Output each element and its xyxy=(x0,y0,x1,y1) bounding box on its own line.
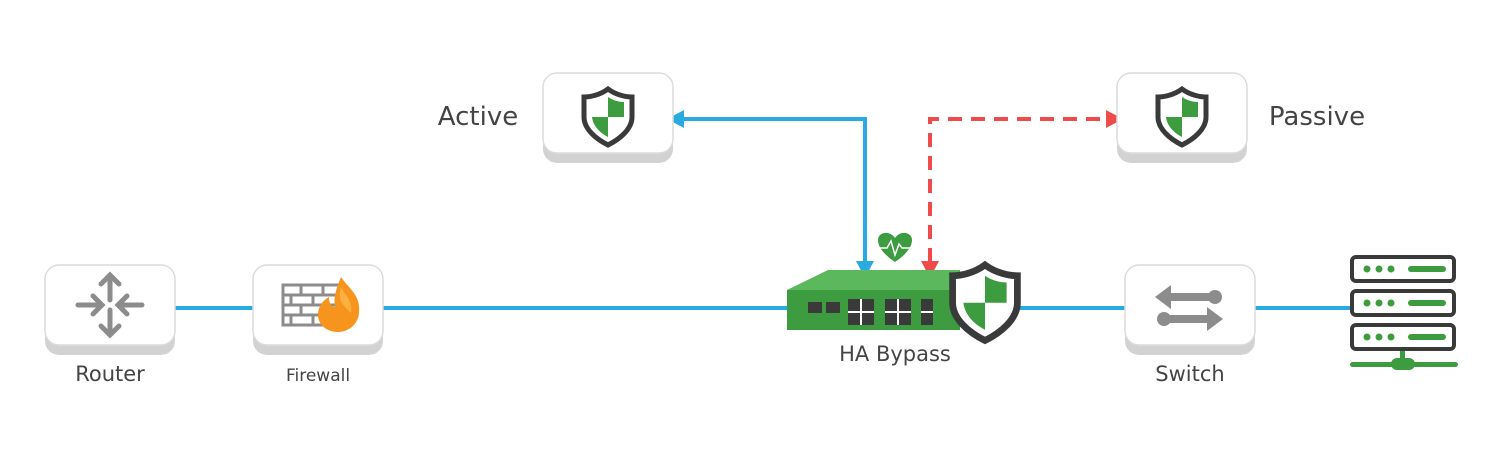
router-node[interactable] xyxy=(44,264,176,356)
ha-bypass-label: HA Bypass xyxy=(839,342,951,366)
active-label: Active xyxy=(437,102,519,132)
passive-label: Passive xyxy=(1268,102,1366,132)
switch-node[interactable] xyxy=(1124,264,1256,356)
shield-icon xyxy=(953,265,1018,341)
bypass-device-icon xyxy=(787,270,960,330)
firewall-icon xyxy=(281,277,360,332)
firewall-label: Firewall xyxy=(285,366,351,386)
server-icon[interactable] xyxy=(1350,255,1458,370)
flame-icon xyxy=(318,277,360,332)
router-label: Router xyxy=(75,362,145,386)
passive-node[interactable] xyxy=(1116,72,1248,164)
arrowhead-right xyxy=(1106,110,1123,128)
firewall-node[interactable] xyxy=(252,264,384,356)
heartbeat-icon xyxy=(875,232,915,262)
passive-link xyxy=(921,110,1123,278)
arrowhead-down xyxy=(856,261,874,278)
ha-bypass-node[interactable] xyxy=(787,232,1018,341)
switch-label: Switch xyxy=(1155,362,1225,386)
arrowhead-left xyxy=(667,110,684,128)
arrowhead-down xyxy=(921,261,939,278)
active-node[interactable] xyxy=(542,72,674,164)
active-link xyxy=(667,110,874,278)
switch-icon xyxy=(1155,285,1223,331)
router-icon xyxy=(75,271,145,339)
